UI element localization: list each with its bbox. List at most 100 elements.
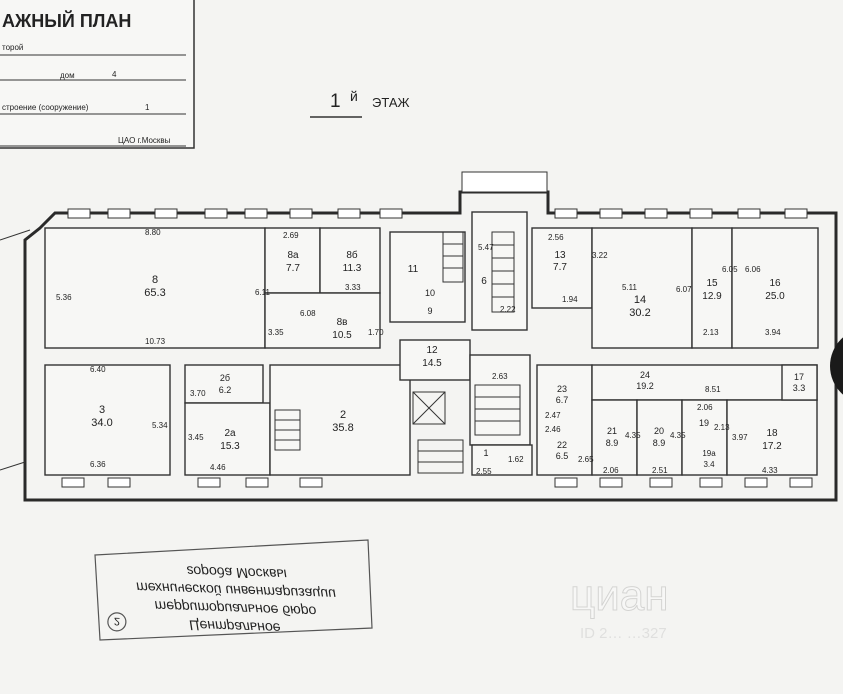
dimension-labels: 8.80 5.36 6.11 10.73 2.69 3.33 6.08 3.35… xyxy=(56,228,781,476)
dimension-label: 3.70 xyxy=(190,389,206,398)
dimension-label: 2.06 xyxy=(697,403,713,412)
room-no: 3 xyxy=(99,404,105,416)
room-no: 24 xyxy=(640,370,650,380)
dimension-label: 3.45 xyxy=(188,433,204,442)
staircases xyxy=(274,231,521,474)
room-no: 2 xyxy=(340,409,346,421)
room-no: 19 xyxy=(699,418,709,428)
room-area: 6.7 xyxy=(556,395,569,405)
dimension-label: 2.65 xyxy=(578,455,594,464)
floor-suffix: й xyxy=(350,88,358,104)
room-no: 8в xyxy=(337,317,348,328)
room-no: 16 xyxy=(769,278,781,289)
building-outline xyxy=(0,190,838,502)
room-area: 6.5 xyxy=(556,451,569,461)
room-area: 3.4 xyxy=(703,460,715,469)
cian-watermark: циан ID 2… …327 xyxy=(570,571,670,643)
windows xyxy=(61,171,813,488)
dimension-label: 1.62 xyxy=(508,455,524,464)
dimension-label: 4.33 xyxy=(762,466,778,475)
room-area: 11.3 xyxy=(343,263,362,274)
dimension-label: 3.33 xyxy=(345,283,361,292)
dimension-label: 2.51 xyxy=(652,466,668,475)
dimension-label: 4.46 xyxy=(210,463,226,472)
title-field-building-label: строение (сооружение) xyxy=(2,103,89,112)
room-area: 25.0 xyxy=(765,291,785,302)
title-heading: АЖНЫЙ ПЛАН xyxy=(2,10,131,31)
room-no: 6 xyxy=(481,276,487,287)
room-area: 35.8 xyxy=(332,422,353,434)
room-no: 18 xyxy=(766,428,778,439)
dimension-label: 6.40 xyxy=(90,365,106,374)
floor-label: 1 й ЭТАЖ xyxy=(310,88,410,118)
dimension-label: 6.07 xyxy=(676,285,692,294)
room-no: 10 xyxy=(425,288,435,298)
room-no: 15 xyxy=(706,278,718,289)
dimension-label: 5.11 xyxy=(622,283,638,292)
dimension-label: 6.08 xyxy=(300,309,316,318)
dimension-label: 5.47 xyxy=(478,243,494,252)
room-no: 14 xyxy=(634,294,646,306)
room-area: 19.2 xyxy=(636,381,654,391)
room-no: 17 xyxy=(794,372,804,382)
room-area: 14.5 xyxy=(422,358,442,369)
dimension-label: 3.35 xyxy=(268,328,284,337)
dimension-label: 1.94 xyxy=(562,295,578,304)
dimension-label: 6.11 xyxy=(255,288,271,297)
dimension-label: 2.06 xyxy=(603,466,619,475)
dimension-label: 2.55 xyxy=(476,467,492,476)
dimension-label: 2.63 xyxy=(492,372,508,381)
dimension-label: 5.36 xyxy=(56,293,72,302)
room-area: 65.3 xyxy=(144,287,165,299)
dimension-label: 2.69 xyxy=(283,231,299,240)
room-area: 7.7 xyxy=(286,263,300,274)
dimension-label: 8.51 xyxy=(705,385,721,394)
room-area: 30.2 xyxy=(629,307,650,319)
title-field-house-label: дом xyxy=(60,71,75,80)
dimension-label: 2.47 xyxy=(545,411,561,420)
room-area: 6.2 xyxy=(219,385,232,395)
room-area: 12.9 xyxy=(702,291,722,302)
room-area: 3.3 xyxy=(793,383,806,393)
dimension-label: 2.22 xyxy=(500,305,516,314)
dimension-label: 3.94 xyxy=(765,328,781,337)
dimension-label: 3.22 xyxy=(592,251,608,260)
dimension-label: 2.13 xyxy=(703,328,719,337)
rooms xyxy=(44,211,819,476)
watermark-brand: циан xyxy=(570,571,669,620)
floor-number: 1 xyxy=(330,91,341,112)
title-field-house-value: 4 xyxy=(112,70,117,79)
dimension-label: 5.34 xyxy=(152,421,168,430)
dimension-label: 2.13 xyxy=(714,423,730,432)
watermark-id: ID 2… …327 xyxy=(580,625,667,642)
floor-word: ЭТАЖ xyxy=(372,95,410,110)
room-area: 17.2 xyxy=(762,441,782,452)
dimension-label: 2.56 xyxy=(548,233,564,242)
dimension-label: 6.36 xyxy=(90,460,106,469)
room-no: 1 xyxy=(483,448,488,458)
dimension-label: 6.05 xyxy=(722,265,738,274)
room-no: 22 xyxy=(557,440,567,450)
room-labels: 8 65.3 8а 7.7 8б 11.3 8в 10.5 11 10 9 6 … xyxy=(91,249,805,469)
overlay-button[interactable] xyxy=(830,328,843,404)
room-no: 21 xyxy=(607,426,617,436)
stamp-number: 2 xyxy=(114,615,121,627)
room-no: 11 xyxy=(408,264,419,275)
stamp-line: технической инвентаризации xyxy=(136,580,336,603)
room-no: 20 xyxy=(654,426,664,436)
room-area: 7.7 xyxy=(553,262,567,273)
dimension-label: 4.35 xyxy=(670,431,686,440)
dimension-label: 8.80 xyxy=(145,228,161,237)
room-area: 10.5 xyxy=(332,330,352,341)
room-no: 23 xyxy=(557,384,567,394)
room-no: 9 xyxy=(427,306,432,316)
dimension-label: 2.46 xyxy=(545,425,561,434)
dimension-label: 1.70 xyxy=(368,328,384,337)
room-no: 8 xyxy=(152,274,158,286)
room-area: 34.0 xyxy=(91,417,112,429)
title-field-district: торой xyxy=(2,43,23,52)
room-no: 8а xyxy=(287,250,299,261)
room-no: 12 xyxy=(426,345,438,356)
room-no: 8б xyxy=(346,249,358,261)
